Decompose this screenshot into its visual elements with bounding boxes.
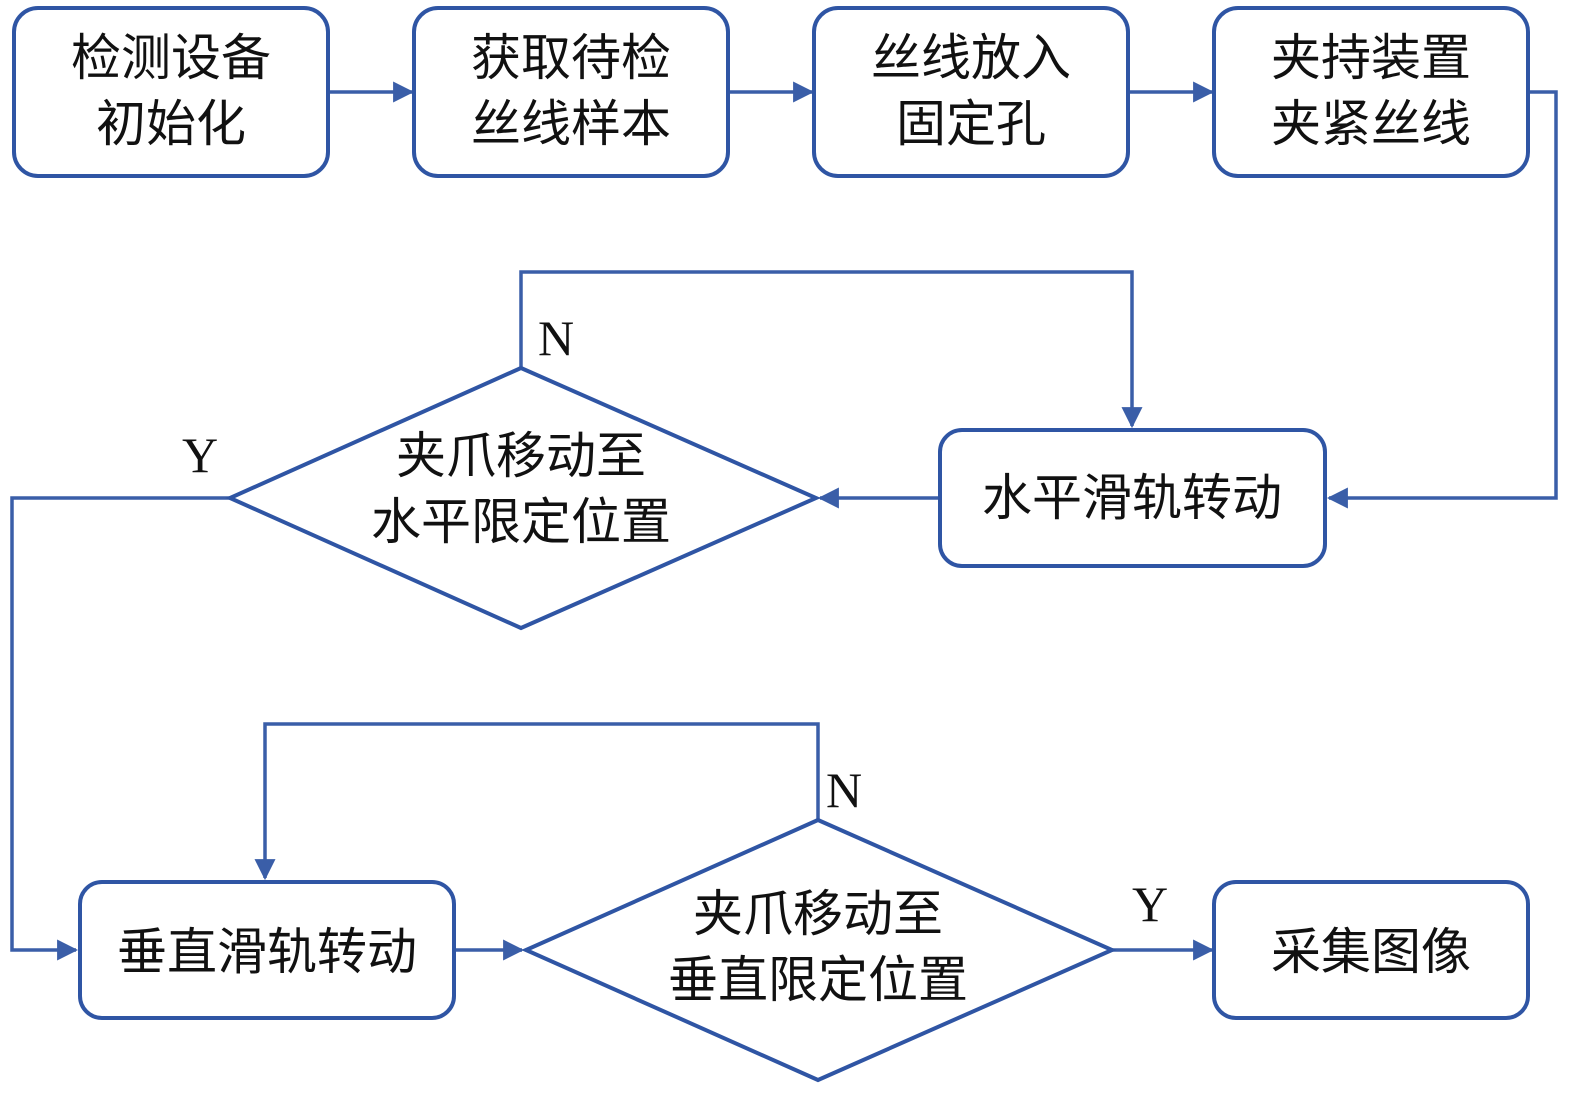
node-sample-line-1: 获取待检 (471, 29, 671, 87)
node-v-rotate-line-1: 垂直滑轨转动 (117, 923, 417, 981)
edge-h-check-no-loop (519, 270, 1143, 429)
node-clamp: 夹持装置 夹紧丝线 (1212, 6, 1530, 178)
node-init-line-2: 初始化 (96, 95, 246, 153)
node-capture-line-1: 采集图像 (1271, 923, 1471, 981)
node-v-check-line-2: 垂直限定位置 (668, 951, 968, 1009)
edge-v-check-no-loop (254, 722, 820, 881)
node-clamp-line-2: 夹紧丝线 (1271, 95, 1471, 153)
edges (10, 81, 1558, 961)
node-h-check: 夹爪移动至 水平限定位置 (225, 365, 821, 631)
node-v-rotate: 垂直滑轨转动 (78, 880, 456, 1020)
label-h-check-yes: Y (182, 427, 218, 483)
node-capture: 采集图像 (1212, 880, 1530, 1020)
node-h-check-line-2: 水平限定位置 (371, 493, 671, 551)
node-v-check-line-1: 夹爪移动至 (693, 885, 943, 943)
node-h-rotate-line-1: 水平滑轨转动 (982, 469, 1282, 527)
node-init: 检测设备 初始化 (12, 6, 330, 178)
node-insert-line-2: 固定孔 (896, 95, 1046, 153)
node-insert-line-1: 丝线放入 (871, 29, 1071, 87)
node-v-check: 夹爪移动至 垂直限定位置 (521, 817, 1117, 1083)
node-clamp-line-1: 夹持装置 (1271, 29, 1471, 87)
node-init-line-1: 检测设备 (71, 29, 271, 87)
label-v-check-no: N (826, 762, 862, 818)
node-sample-line-2: 丝线样本 (471, 95, 671, 153)
node-h-check-line-1: 夹爪移动至 (396, 427, 646, 485)
label-h-check-no: N (538, 310, 574, 366)
label-v-check-yes: Y (1132, 876, 1168, 932)
node-insert: 丝线放入 固定孔 (812, 6, 1130, 178)
node-sample: 获取待检 丝线样本 (412, 6, 730, 178)
edge-clamp-to-h-rotate (1326, 90, 1558, 509)
node-h-rotate: 水平滑轨转动 (938, 428, 1327, 568)
edge-h-check-yes-to-v-rotate (10, 496, 230, 961)
